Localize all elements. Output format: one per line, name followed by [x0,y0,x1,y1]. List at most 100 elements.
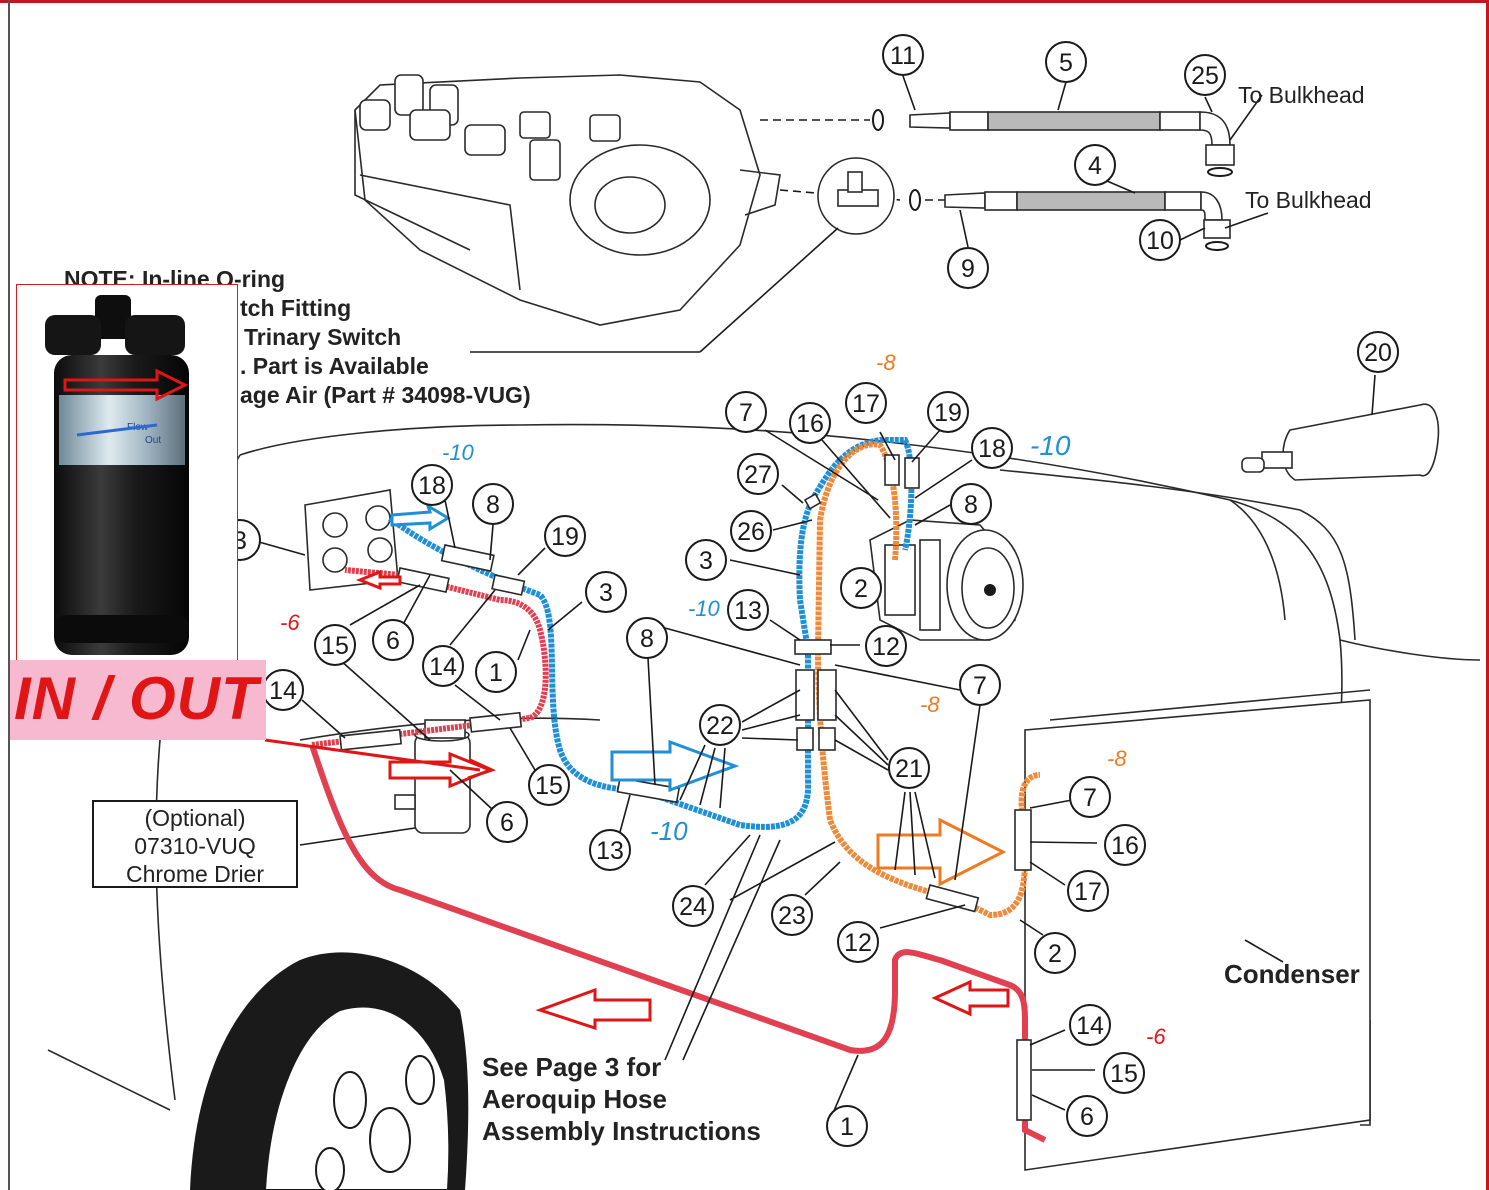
callout-circle [1066,1095,1108,1137]
drier-photo: Flow Out [45,295,189,655]
note-line: tch Fitting [240,295,351,321]
callout-number: 16 [1111,832,1139,860]
size-tag: -8 [876,350,896,375]
size-tag: -10 [442,440,475,465]
callout-7: 7 [959,664,1001,706]
size-tag: -8 [1107,746,1127,771]
callout-number: 15 [1110,1060,1138,1088]
callout-circle [947,247,989,289]
callout-14: 14 [1069,1004,1111,1046]
callout-number: 14 [429,653,457,681]
arrow-orange [876,817,1007,887]
callout-8: 8 [950,483,992,525]
callout-number: 6 [500,809,514,837]
callout-number: 23 [778,902,806,930]
callout-23: 23 [771,894,813,936]
callout-number: 7 [1083,784,1097,812]
callout-20: 20 [1357,331,1399,373]
callout-circle [927,391,969,433]
condenser-label: Condenser [1224,959,1360,989]
callout-11: 11 [882,34,924,76]
callout-number: 7 [973,672,987,700]
hose-4 [944,191,1231,251]
callout-16: 16 [789,402,831,444]
callout-15: 15 [314,624,356,666]
callout-10: 10 [1139,219,1181,261]
callout-6: 6 [486,801,528,843]
page-left-rule [8,0,10,1190]
callout-circle [472,483,514,525]
callout-number: 12 [844,929,872,957]
callout-18: 18 [971,427,1013,469]
flow-arrows [264,502,1010,1031]
callout-5: 5 [1045,41,1087,83]
callout-number: 14 [269,677,297,705]
callout-number: 4 [1088,152,1102,180]
callout-number: 5 [1059,49,1073,77]
callout-circle [626,617,668,659]
arrow-blue-mid [610,739,740,793]
callout-circle [971,427,1013,469]
callout-circle [475,651,517,693]
callout-circle [837,921,879,963]
size-tag: -8 [920,692,940,717]
hose-5 [909,111,1235,177]
callout-7: 7 [725,391,767,433]
callout-13: 13 [589,829,631,871]
callout-circle [950,483,992,525]
callout-number: 13 [596,837,624,865]
callout-number: 19 [934,399,962,427]
optional-part-number: 07310-VUQ [134,833,256,859]
callout-circle [585,571,627,613]
callout-number: 11 [890,42,916,70]
callout-17: 17 [845,382,887,424]
callout-number: 18 [978,435,1006,463]
callout-15: 15 [1103,1052,1145,1094]
callout-circle [725,391,767,433]
arrow-red-in-out [264,738,481,772]
callout-leaders [251,75,1376,1121]
callout-number: 17 [1074,878,1102,906]
callout-number: 15 [321,632,349,660]
discharge-hose-orange [814,441,1041,919]
part-20-filter [1241,403,1440,481]
callout-circle [1074,144,1116,186]
callout-number: 1 [840,1113,854,1141]
callout-circle [589,829,631,871]
callout-circle [771,894,813,936]
callout-circle [882,34,924,76]
callout-circle [1034,932,1076,974]
size-tag: -10 [650,816,688,846]
compressor [869,519,1024,641]
callout-7: 7 [1069,776,1111,818]
callout-2: 2 [840,567,882,609]
note-line: . Part is Available [240,353,429,379]
callout-circle [727,589,769,631]
callout-12: 12 [865,625,907,667]
callout-24: 24 [672,885,714,927]
callout-number: 3 [599,579,613,607]
page-right-rule [1486,0,1489,1190]
callout-number: 18 [418,472,446,500]
evaporator-unit [354,74,781,326]
callout-circle [1069,1004,1111,1046]
callout-3: 3 [685,539,727,581]
callout-circle [1184,54,1226,96]
callout-8: 8 [472,483,514,525]
callout-19: 19 [927,391,969,433]
callout-circle [826,1105,868,1147]
optional-drier-box: (Optional) 07310-VUQ Chrome Drier [92,800,298,888]
callout-number: 19 [551,523,579,551]
size-tag: -10 [1030,430,1071,461]
callout-6: 6 [372,619,414,661]
callout-number: 15 [535,772,563,800]
callout-2: 2 [1034,932,1076,974]
hose-fittings [339,454,1032,1121]
callout-circle [685,539,727,581]
drier-photo-panel: Flow Out [16,284,238,668]
callout-number: 8 [486,491,500,519]
callout-number: 6 [386,627,400,655]
arrow-red-bottom-left [535,987,652,1031]
callout-14: 14 [262,669,304,711]
